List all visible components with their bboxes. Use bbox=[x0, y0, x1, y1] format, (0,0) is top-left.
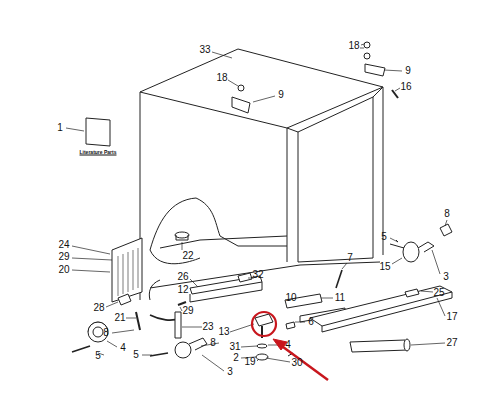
callout-number: 4 bbox=[119, 343, 127, 353]
callout-number: 3 bbox=[226, 367, 234, 377]
callout-number: 22 bbox=[181, 251, 194, 261]
callout-number: 19 bbox=[243, 357, 256, 367]
callout-number: 24 bbox=[57, 240, 70, 250]
callout-number: 5 bbox=[94, 351, 102, 361]
callout-number: 16 bbox=[399, 82, 412, 92]
callout-number: 18 bbox=[215, 73, 228, 83]
callout-number: 13 bbox=[217, 327, 230, 337]
callout-number: 31 bbox=[228, 342, 241, 352]
callout-number: 29 bbox=[57, 252, 70, 262]
callout-number: 25 bbox=[432, 288, 445, 298]
callout-number: 6 bbox=[307, 317, 315, 327]
callout-number: 8 bbox=[443, 209, 451, 219]
callout-number: 17 bbox=[445, 312, 458, 322]
callout-number: 23 bbox=[201, 322, 214, 332]
callout-number: 2 bbox=[232, 353, 240, 363]
callout-number: 10 bbox=[284, 293, 297, 303]
callout-number: 21 bbox=[113, 313, 126, 323]
callout-number: 15 bbox=[378, 262, 391, 272]
callout-number: 11 bbox=[334, 293, 346, 303]
callout-number: 8 bbox=[209, 338, 217, 348]
callout-number: 26 bbox=[176, 272, 189, 282]
callout-number: 18 bbox=[347, 41, 360, 51]
callout-number: 29 bbox=[181, 306, 194, 316]
callout-number: 5 bbox=[132, 350, 140, 360]
callout-number: 5 bbox=[380, 232, 388, 242]
callout-number: 32 bbox=[251, 270, 264, 280]
callout-number: 8 bbox=[102, 328, 110, 338]
callout-number: 28 bbox=[92, 303, 105, 313]
part-label: Literature Parts bbox=[79, 150, 118, 155]
callout-number: 3 bbox=[442, 272, 450, 282]
callout-number: 12 bbox=[176, 285, 189, 295]
callout-number: 20 bbox=[57, 265, 70, 275]
callout-number: 9 bbox=[404, 66, 412, 76]
callout-number: 7 bbox=[346, 253, 354, 263]
callout-number: 33 bbox=[198, 45, 211, 55]
callout-number: 27 bbox=[445, 338, 458, 348]
callout-number: 30 bbox=[290, 358, 303, 368]
callout-number: 4 bbox=[284, 340, 292, 350]
callout-number: 1 bbox=[56, 123, 64, 133]
callout-number: 9 bbox=[277, 90, 285, 100]
